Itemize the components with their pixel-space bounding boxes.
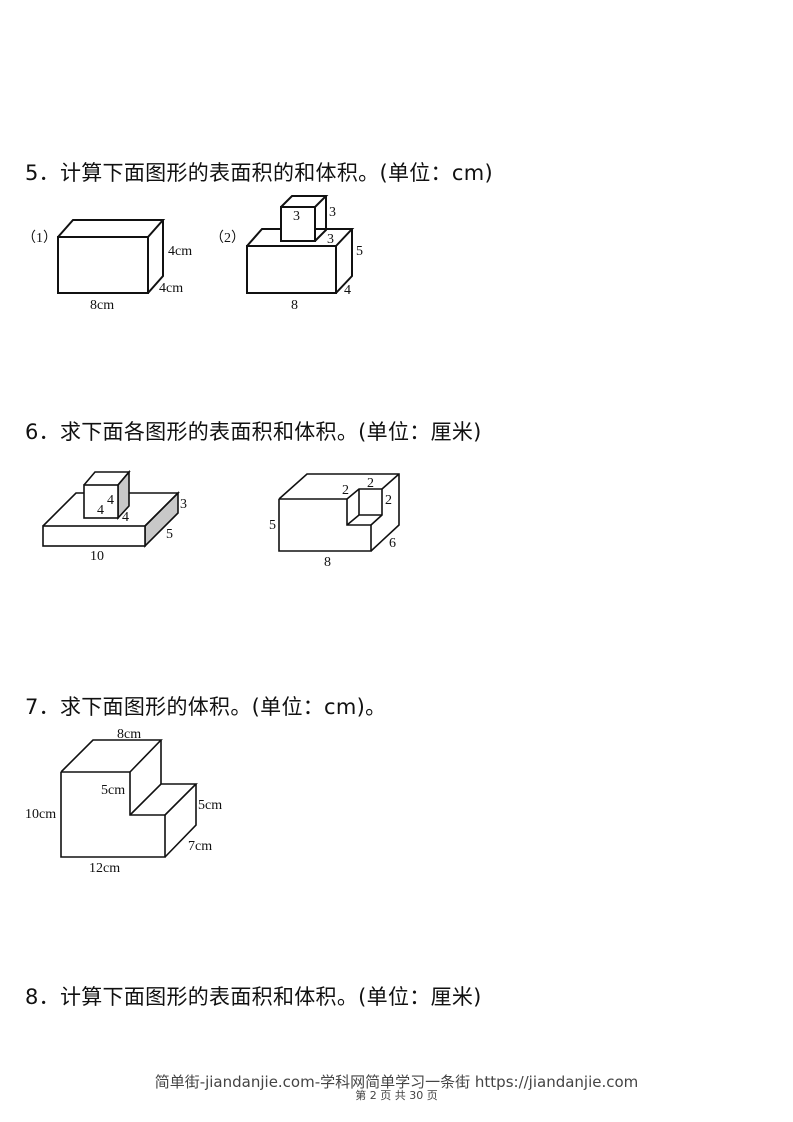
q7-figure-step-drop: 5cm	[101, 783, 125, 798]
q6-figure-1-slab-length: 10	[90, 549, 104, 564]
q5-figure-2-cube-right: 3	[329, 205, 336, 220]
q5-figure-1-cuboid	[57, 219, 166, 294]
q5-figure-1-length: 8cm	[90, 298, 114, 313]
q7-figure-shape	[60, 739, 198, 858]
q5-figure-2-cube-front: 3	[293, 209, 300, 224]
q5-figure-2-shape	[246, 195, 355, 294]
q5-figure-1-label: （1）	[22, 230, 57, 246]
q6-figure-2-shape	[278, 473, 400, 552]
q6-figure-1-cube-b: 4	[107, 493, 114, 508]
q6-figure-1-cube-a: 4	[97, 503, 104, 518]
q6-figure-2-notch-a: 2	[342, 483, 349, 498]
q6-figure-2-notch-b: 2	[367, 476, 374, 491]
q6-figure-2-width: 6	[389, 536, 396, 551]
q7-figure-depth: 7cm	[188, 839, 212, 854]
q6-figure-2-height: 5	[269, 518, 276, 533]
q5-figure-2-label: （2）	[210, 230, 245, 246]
question-5-title: 5．计算下面图形的表面积的和体积。(单位：cm)	[25, 161, 493, 185]
q5-figure-2-base-width: 4	[344, 283, 351, 298]
q7-figure-top-length: 8cm	[117, 727, 141, 742]
q7-figure-bottom-length: 12cm	[89, 861, 120, 876]
q5-figure-2-base-height: 5	[356, 244, 363, 259]
q6-figure-1-slab-width: 5	[166, 527, 173, 542]
question-6-title: 6．求下面各图形的表面积和体积。(单位：厘米)	[25, 420, 482, 444]
question-7-title: 7．求下面图形的体积。(单位：cm)。	[25, 695, 387, 719]
q7-figure-total-height: 10cm	[25, 807, 56, 822]
footer-page-number: 第 2 页 共 30 页	[355, 1089, 438, 1102]
q6-figure-2-length: 8	[324, 555, 331, 570]
q6-figure-1-slab-height: 3	[180, 497, 187, 512]
q6-figure-1-cube-c: 4	[122, 510, 129, 525]
q7-figure-right-height: 5cm	[198, 798, 222, 813]
q5-figure-2-base-length: 8	[291, 298, 298, 313]
question-8-title: 8．计算下面图形的表面积和体积。(单位：厘米)	[25, 985, 482, 1009]
q5-figure-2-cube-depth: 3	[327, 232, 334, 247]
q5-figure-1-height: 4cm	[168, 244, 192, 259]
footer-site-link[interactable]: 简单街-jiandanjie.com-学科网简单学习一条街 https://ji…	[154, 1073, 639, 1091]
q5-figure-1-width: 4cm	[159, 281, 183, 296]
q6-figure-2-notch-c: 2	[385, 493, 392, 508]
q6-figure-1-shape	[42, 469, 180, 548]
